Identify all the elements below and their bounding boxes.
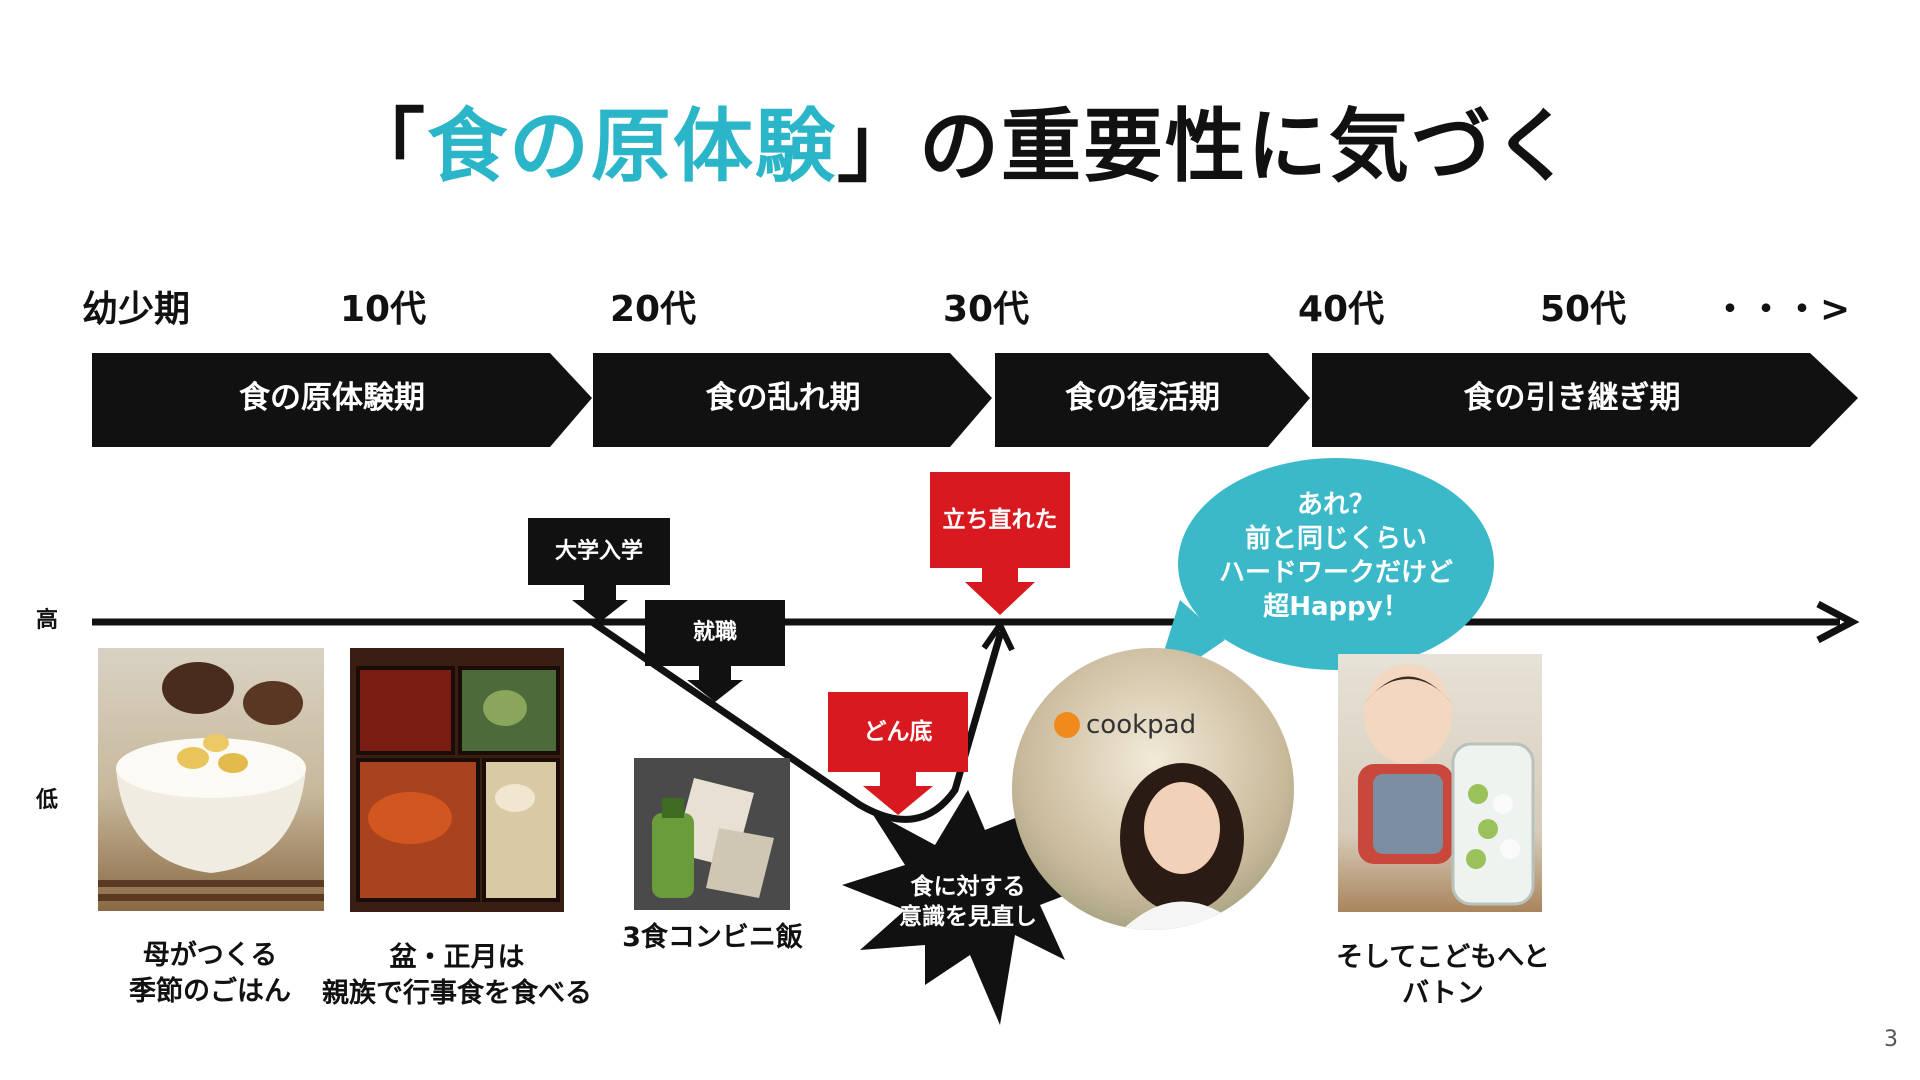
photo-child-with-jar (1338, 654, 1542, 912)
page-number: 3 (1884, 1027, 1898, 1052)
employment-pointer (687, 666, 743, 702)
axis-label-low: 低 (36, 788, 59, 813)
recovered-pointer (965, 568, 1035, 615)
starburst-line-2: 意識を見直し (899, 904, 1037, 930)
photo-konbini-meal (634, 758, 790, 910)
caption-child-line-2: バトン (1402, 978, 1484, 1009)
bottom-tag: どん底 (828, 692, 968, 772)
caption-child: そしてこどもへと バトン (1318, 940, 1568, 1012)
cookpad-logo-text: cookpad (1086, 710, 1197, 740)
university-tag: 大学入学 (528, 518, 670, 585)
caption-osechi-line-1: 盆・正月は (389, 942, 525, 973)
title-rest: の重要性に気づく (919, 100, 1575, 193)
age-label-ellipsis: ・・・> (1712, 289, 1851, 330)
axis-label-high: 高 (36, 608, 59, 633)
phase-label-3: 食の復活期 (1065, 380, 1220, 416)
title-accent: 食の原体験 (427, 100, 837, 193)
starburst-text: 食に対する 意識を見直し (868, 872, 1068, 932)
bubble-line-2: 前と同じくらい (1244, 524, 1427, 554)
caption-konbini: 3食コンビニ飯 (605, 920, 820, 956)
university-pointer (572, 585, 628, 622)
life-curve (588, 618, 1004, 823)
phase-label-4: 食の引き継ぎ期 (1463, 380, 1681, 416)
employment-tag: 就職 (645, 600, 785, 666)
phase-arrow-3 (995, 353, 1310, 447)
speech-bubble-shape (1178, 458, 1494, 670)
photo-osechi (350, 648, 564, 912)
speech-bubble-text: あれ？ 前と同じくらい ハードワークだけど 超Happy！ (1176, 488, 1496, 624)
phase-label-1: 食の原体験期 (239, 380, 425, 416)
osechi-illustration (356, 666, 560, 902)
title-close-bracket: 」 (837, 100, 919, 193)
age-label-childhood: 幼少期 (82, 289, 191, 330)
caption-osechi-line-2: 親族で行事食を食べる (322, 978, 592, 1009)
phase-arrow-1 (92, 353, 592, 447)
timeline-axis-arrowhead (1816, 600, 1860, 644)
caption-konbini-line-1: 3食コンビニ飯 (622, 922, 803, 953)
caption-osechi: 盆・正月は 親族で行事食を食べる (312, 940, 602, 1012)
age-label-50s: 50代 (1540, 289, 1627, 330)
phase-label-2: 食の乱れ期 (705, 380, 861, 416)
photo-cookpad-portrait: cookpad (1012, 648, 1294, 930)
caption-child-line-1: そしてこどもへと (1336, 942, 1550, 973)
rice-bowl-illustration (98, 662, 324, 901)
konbini-illustration (652, 778, 774, 898)
caption-seasonal-rice: 母がつくる 季節のごはん (100, 938, 320, 1010)
caption-seasonal-rice-line-2: 季節のごはん (129, 976, 291, 1007)
age-label-20s: 20代 (610, 289, 697, 330)
slide-title: 「食の原体験」の重要性に気づく (0, 82, 1920, 198)
starburst-shape (842, 790, 1105, 1025)
recovered-tag: 立ち直れた (930, 472, 1070, 568)
starburst-line-1: 食に対する (910, 874, 1026, 900)
life-curve-arrowhead (981, 619, 1015, 652)
phase-arrow-4 (1312, 353, 1858, 447)
phase-arrow-2 (593, 353, 992, 447)
age-label-30s: 30代 (943, 289, 1030, 330)
caption-seasonal-rice-line-1: 母がつくる (142, 940, 278, 971)
cookpad-logo-icon (1054, 712, 1080, 738)
bubble-line-3: ハードワークだけど (1218, 558, 1453, 588)
age-label-40s: 40代 (1298, 289, 1385, 330)
title-open-bracket: 「 (345, 100, 427, 193)
bubble-line-1: あれ？ (1296, 490, 1375, 520)
child-illustration (1358, 664, 1535, 906)
bubble-line-4: 超Happy！ (1263, 592, 1409, 622)
portrait-illustration (1120, 763, 1244, 930)
age-label-10s: 10代 (340, 289, 427, 330)
photo-seasonal-rice (98, 648, 324, 911)
bottom-pointer (863, 772, 933, 815)
